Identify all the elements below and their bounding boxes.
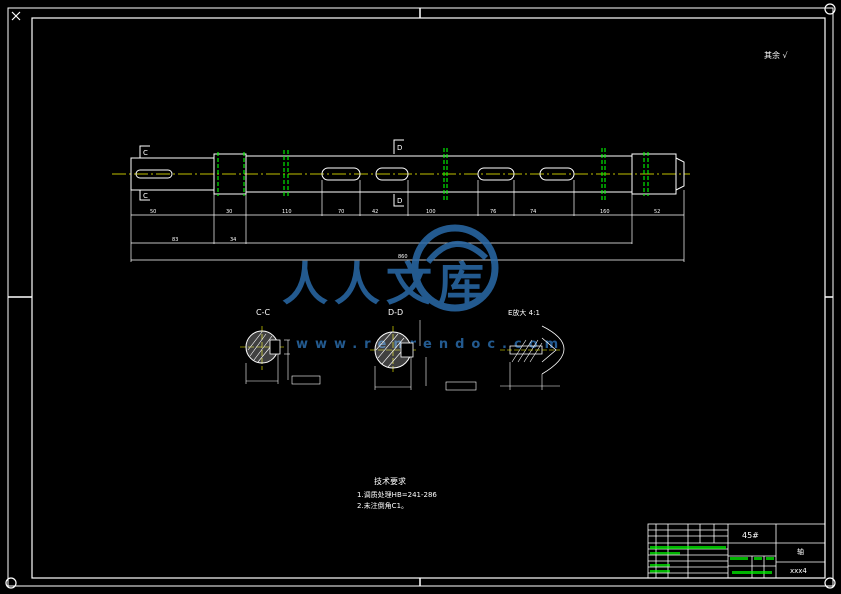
watermark-url: www.renrendoc.com	[296, 337, 565, 352]
shaft-main-view: C C D D 50 30 110 70 42 10	[112, 139, 690, 262]
shaft-dimensions	[130, 180, 685, 262]
svg-text:30: 30	[226, 209, 232, 215]
watermark-cn: 人人文库	[282, 257, 490, 311]
svg-text:160: 160	[600, 209, 610, 215]
tech-req-title: 技术要求	[374, 476, 406, 486]
detail-e: E放大 4:1	[500, 308, 565, 390]
svg-text:100: 100	[426, 209, 436, 215]
overall-length-dim: 860	[398, 254, 408, 260]
svg-text:52: 52	[654, 209, 660, 215]
section-markers	[139, 139, 404, 207]
title-block-material: 45#	[742, 531, 759, 540]
title-block-drawing-number: xxx4	[790, 567, 807, 575]
shaft-outline	[130, 153, 685, 195]
corner-marks	[5, 3, 836, 589]
section-mark-c-bottom: C	[143, 192, 148, 200]
inner-frame	[31, 17, 826, 579]
tech-req-line-2: 2.未注倒角C1。	[357, 501, 408, 510]
section-d-d: D-D	[370, 308, 477, 391]
svg-text:50: 50	[150, 209, 156, 215]
svg-text:110: 110	[282, 209, 292, 215]
tech-requirements: 技术要求 1.调质处理HB=241-286 2.未注倒角C1。	[357, 476, 437, 510]
svg-text:34: 34	[230, 237, 236, 243]
section-mark-d-bottom: D	[397, 197, 402, 205]
surface-finish-note: 其余 √	[764, 50, 789, 60]
watermark-logo-arc	[425, 240, 489, 264]
svg-text:83: 83	[172, 237, 178, 243]
title-block-part-name: 轴	[797, 547, 804, 556]
detail-e-title: E放大 4:1	[508, 308, 540, 317]
section-mark-d-top: D	[397, 144, 402, 152]
svg-text:74: 74	[530, 209, 536, 215]
svg-text:42: 42	[372, 209, 378, 215]
watermark: 人人文库 www.renrendoc.com	[282, 224, 565, 352]
title-block	[647, 523, 826, 579]
title-block-green-text	[650, 546, 774, 574]
section-mark-c-top: C	[143, 149, 148, 157]
centering-marks	[8, 8, 833, 586]
watermark-logo-ring	[411, 224, 499, 312]
svg-text:76: 76	[490, 209, 496, 215]
tech-req-line-1: 1.调质处理HB=241-286	[357, 490, 437, 499]
shaft-dim-values: 50 30 110 70 42 100 76 74 160 52 83 34	[150, 209, 660, 243]
section-d-title: D-D	[388, 308, 403, 317]
section-c-title: C-C	[256, 308, 270, 317]
section-c-c: C-C	[240, 308, 321, 385]
svg-text:70: 70	[338, 209, 344, 215]
shaft-green-marks	[217, 148, 649, 200]
